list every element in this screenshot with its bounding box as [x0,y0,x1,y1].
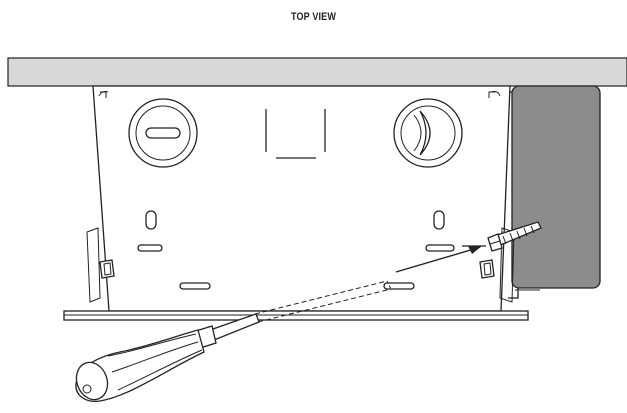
right-knockout [393,98,463,168]
left-clip [99,259,115,279]
slot-right-vertical [433,210,445,230]
slot-right-low [383,282,415,290]
slot-left-vertical [145,210,157,230]
slot-left-mid [137,244,163,252]
right-clip [479,259,495,279]
junction-box [508,85,601,299]
ceiling-surface [7,57,627,87]
mounting-bracket [63,85,529,321]
center-cutout [265,109,326,159]
insertion-arrow [395,245,486,273]
view-title: TOP VIEW [290,11,337,23]
slot-left-low [179,282,211,290]
slot-right-mid [425,244,455,252]
left-knockout [128,98,198,168]
mounting-screw [487,221,542,252]
screwdriver [75,280,392,402]
